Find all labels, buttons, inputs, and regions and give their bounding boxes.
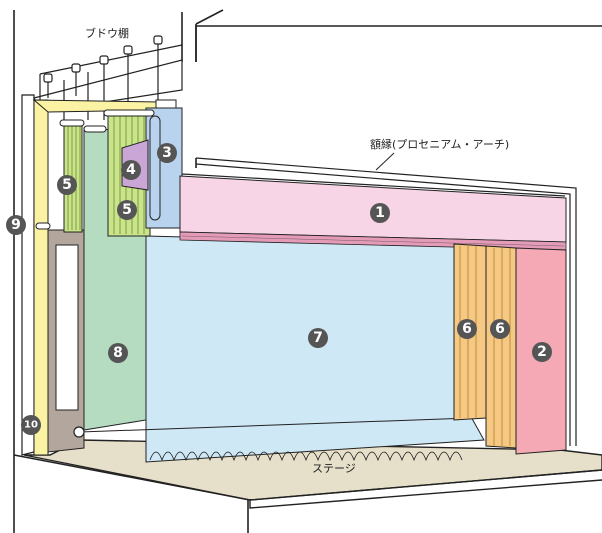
svg-text:10: 10 — [24, 420, 38, 431]
svg-text:1: 1 — [375, 205, 385, 221]
marker-8: 8 — [108, 343, 128, 363]
marker-9: 9 — [6, 215, 26, 235]
svg-text:9: 9 — [11, 217, 21, 233]
svg-text:2: 2 — [537, 344, 547, 360]
marker-7: 7 — [308, 328, 328, 348]
svg-text:5: 5 — [62, 177, 72, 193]
svg-text:8: 8 — [113, 345, 123, 361]
left-wall — [21, 94, 35, 456]
panel-9-side — [32, 99, 161, 456]
batons — [35, 109, 155, 230]
proscenium-leader — [375, 152, 395, 171]
building-outline — [13, 9, 602, 533]
marker-1: 1 — [370, 203, 390, 223]
label-grid: ブドウ棚 — [85, 26, 129, 40]
marker-10: 10 — [21, 415, 41, 435]
marker-4: 4 — [121, 160, 141, 180]
svg-text:3: 3 — [162, 145, 172, 161]
proscenium-frame — [181, 157, 577, 446]
svg-text:7: 7 — [313, 330, 323, 346]
label-stage: ステージ — [312, 462, 356, 475]
marker-5a: 5 — [57, 175, 77, 195]
marker-6a: 6 — [457, 319, 477, 339]
marker-2: 2 — [532, 342, 552, 362]
label-proscenium: 額縁(プロセニアム・アーチ) — [370, 137, 509, 151]
panel-6-legs — [453, 243, 517, 449]
back-wall — [47, 229, 85, 453]
svg-text:6: 6 — [462, 321, 472, 337]
svg-text:5: 5 — [122, 202, 132, 218]
svg-text:4: 4 — [126, 162, 136, 178]
marker-6b: 6 — [490, 319, 510, 339]
marker-5b: 5 — [117, 200, 137, 220]
svg-text:6: 6 — [495, 321, 505, 337]
panel-3-screen — [145, 99, 183, 229]
marker-3: 3 — [157, 143, 177, 163]
